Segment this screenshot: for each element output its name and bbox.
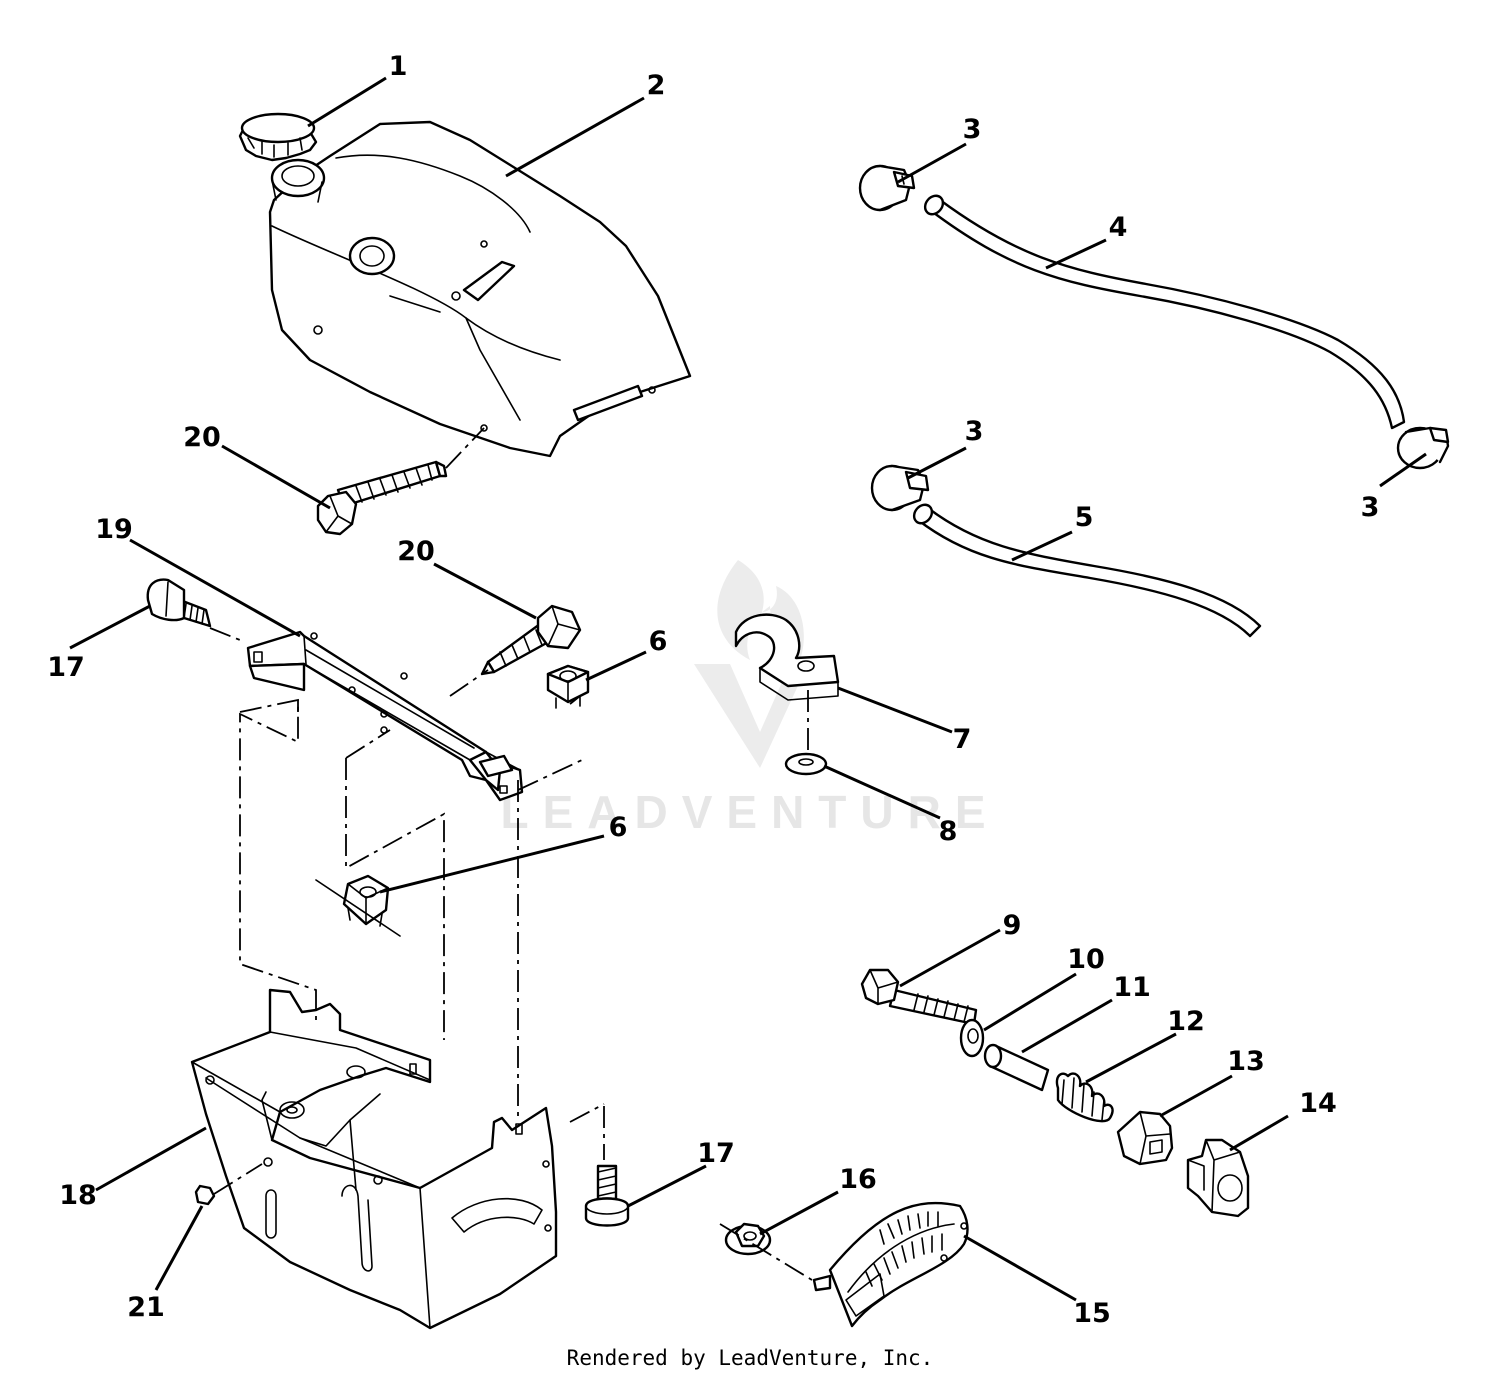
hose-clamp-mid-part <box>870 464 930 512</box>
washer-part <box>784 752 828 776</box>
callout-3-top: 3 <box>963 114 982 145</box>
footer-credit: Rendered by LeadVenture, Inc. <box>566 1346 934 1370</box>
callout-3-right: 3 <box>1361 492 1380 523</box>
plug-part <box>194 1184 216 1206</box>
callout-labels: 1 2 3 4 3 3 5 20 19 20 17 6 7 8 6 9 10 1… <box>47 51 1379 1329</box>
callout-8: 8 <box>939 816 958 847</box>
hose-clamp-right-part <box>1396 426 1450 470</box>
fuel-cap-part <box>238 112 318 162</box>
leader-lines <box>69 76 1427 1302</box>
callout-2: 2 <box>647 70 666 101</box>
callout-16: 16 <box>839 1164 877 1195</box>
callout-1: 1 <box>389 51 408 82</box>
callout-15: 15 <box>1073 1298 1111 1329</box>
flange-nut-part <box>724 1222 772 1256</box>
assembly-lines <box>209 627 605 1160</box>
callout-11: 11 <box>1113 972 1151 1003</box>
callout-13: 13 <box>1227 1046 1265 1077</box>
callout-17-lower: 17 <box>697 1138 735 1169</box>
pivot-bolt-part <box>860 968 978 1026</box>
callout-3-mid: 3 <box>965 416 984 447</box>
tank-support-bracket-part <box>246 630 524 802</box>
callout-14: 14 <box>1299 1088 1337 1119</box>
flange-nut-axis-line <box>719 1223 813 1281</box>
fuel-tank-part <box>268 120 692 458</box>
callout-17-upper: 17 <box>47 652 85 683</box>
tank-screw-upper-part <box>316 460 448 536</box>
hose-clip-part <box>734 613 840 701</box>
housing-bolt-lower-part <box>584 1164 630 1227</box>
bracket-bolt-upper-part <box>146 578 212 628</box>
callout-20-lower: 20 <box>397 536 435 567</box>
tube-spacer-part <box>983 1043 1050 1092</box>
tank-screw-axis <box>445 427 485 469</box>
watermark-text: LEADVENTURE <box>500 786 999 838</box>
callout-21: 21 <box>127 1292 165 1323</box>
callout-6-upper: 6 <box>649 626 668 657</box>
nut-axis-line <box>315 879 401 937</box>
spacer-washer-part <box>959 1018 985 1058</box>
callout-6-lower: 6 <box>609 812 628 843</box>
tank-screw-lower-part <box>480 604 582 676</box>
callout-4: 4 <box>1109 212 1128 243</box>
hose-clamp-top-part <box>858 164 916 212</box>
callout-18: 18 <box>59 1180 97 1211</box>
lock-nut-lower-part <box>342 874 390 927</box>
latch-part <box>1116 1110 1174 1166</box>
indicator-plate-part <box>812 1201 969 1328</box>
callout-7: 7 <box>953 724 972 755</box>
console-housing-part <box>190 988 558 1330</box>
spring-part <box>1055 1072 1114 1123</box>
callout-10: 10 <box>1067 944 1105 975</box>
lock-nut-upper-part <box>546 664 590 709</box>
fuel-hose-long-part <box>923 194 1406 430</box>
callout-20-upper: 20 <box>183 422 221 453</box>
callout-9: 9 <box>1003 910 1022 941</box>
latch-bracket-part <box>1186 1138 1250 1218</box>
plug-axis-line <box>213 1163 263 1195</box>
callout-12: 12 <box>1167 1006 1205 1037</box>
callout-19: 19 <box>95 514 133 545</box>
callout-5: 5 <box>1075 502 1094 533</box>
